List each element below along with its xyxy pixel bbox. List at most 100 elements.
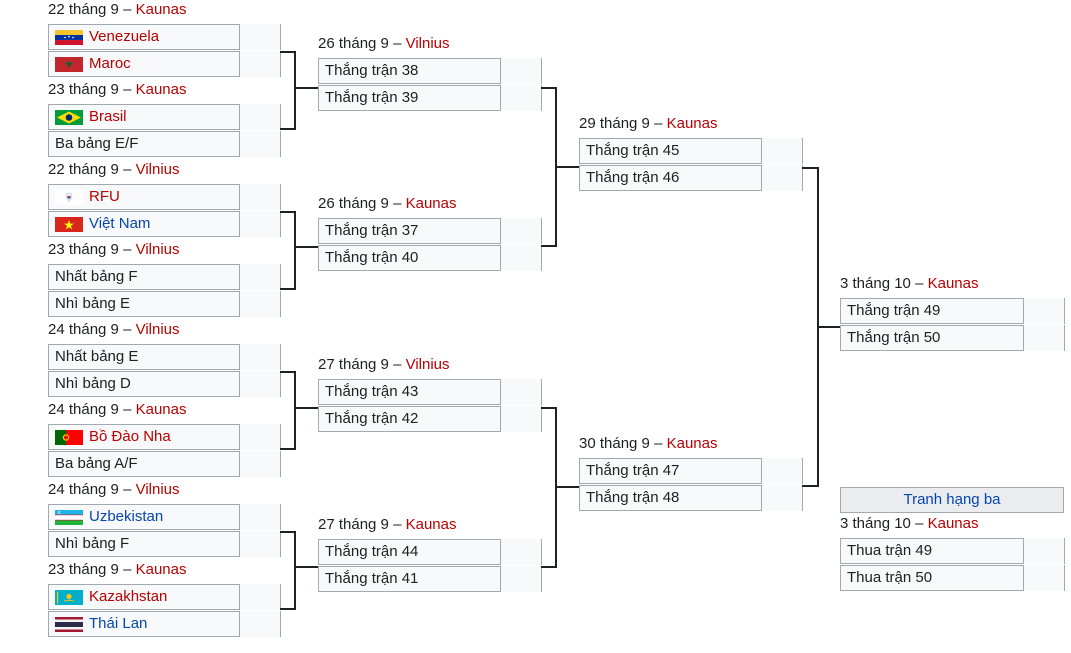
match-date: 24 tháng 9 <box>48 401 119 418</box>
connector-r16-3 <box>280 371 318 450</box>
rfu-flag <box>55 190 83 205</box>
score-cell <box>500 379 541 405</box>
team-row: Nhì bảng D <box>48 371 281 397</box>
score-cell <box>500 58 541 84</box>
date-separator: – <box>388 35 406 52</box>
team-name: Thắng trận 50 <box>847 329 941 346</box>
match-venue-link[interactable]: Vilnius <box>135 161 180 178</box>
score-cell <box>761 458 802 484</box>
team-row: Uzbekistan <box>48 504 281 530</box>
team-name: Thắng trận 37 <box>325 222 419 239</box>
team-row: Thắng trận 47 <box>579 458 803 484</box>
score-cell <box>239 104 280 130</box>
vietnam-flag <box>55 217 83 232</box>
score-cell <box>1023 325 1064 351</box>
third-place-label: Tranh hạng ba <box>840 487 1064 513</box>
team-row: Ba bảng E/F <box>48 131 281 157</box>
team-name: Nhất bảng E <box>55 348 139 365</box>
team-name[interactable]: Venezuela <box>89 28 160 45</box>
team-name: Thắng trận 42 <box>325 410 419 427</box>
match-venue-link[interactable]: Kaunas <box>666 435 718 452</box>
match-venue-link[interactable]: Kaunas <box>135 401 187 418</box>
team-row: Thái Lan <box>48 611 281 637</box>
match-venue-link[interactable]: Vilnius <box>135 481 180 498</box>
score-cell <box>239 211 280 237</box>
connector-qf-2 <box>541 407 579 568</box>
team-name: Thắng trận 44 <box>325 543 419 560</box>
uzbekistan-flag <box>55 510 83 525</box>
team-row: Thắng trận 48 <box>579 485 803 511</box>
score-cell <box>239 131 280 157</box>
score-cell <box>239 184 280 210</box>
team-row: Brasil <box>48 104 281 130</box>
match-header: 30 tháng 9 – Kaunas <box>579 434 717 454</box>
team-row: Ba bảng A/F <box>48 451 281 477</box>
match-venue-link[interactable]: Kaunas <box>666 115 718 132</box>
score-cell <box>500 406 541 432</box>
score-cell <box>500 566 541 592</box>
match-header: 22 tháng 9 – Kaunas <box>48 0 186 20</box>
match-header: 26 tháng 9 – Vilnius <box>318 34 450 54</box>
match-venue-link[interactable]: Kaunas <box>405 516 457 533</box>
team-name[interactable]: Bồ Đào Nha <box>89 428 171 445</box>
match-venue-link[interactable]: Kaunas <box>135 81 187 98</box>
brazil-flag <box>55 110 83 125</box>
match-header: 24 tháng 9 – Vilnius <box>48 480 180 500</box>
score-cell <box>500 85 541 111</box>
match-venue-link[interactable]: Kaunas <box>927 515 979 532</box>
date-separator: – <box>388 356 406 373</box>
team-name[interactable]: Thái Lan <box>89 615 148 632</box>
team-row: Nhì bảng E <box>48 291 281 317</box>
score-cell <box>500 539 541 565</box>
date-separator: – <box>388 516 406 533</box>
match-header: 3 tháng 10 – Kaunas <box>840 274 978 294</box>
date-separator: – <box>118 81 136 98</box>
match-date: 23 tháng 9 <box>48 241 119 258</box>
team-row: Thắng trận 45 <box>579 138 803 164</box>
match-date: 30 tháng 9 <box>579 435 650 452</box>
score-cell <box>761 165 802 191</box>
date-separator: – <box>118 401 136 418</box>
match-date: 22 tháng 9 <box>48 161 119 178</box>
match-venue-link[interactable]: Kaunas <box>135 1 187 18</box>
team-name[interactable]: Brasil <box>89 108 127 125</box>
team-name[interactable]: Uzbekistan <box>89 508 164 525</box>
portugal-flag <box>55 430 83 445</box>
team-name: Nhì bảng D <box>55 375 131 392</box>
score-cell <box>239 504 280 530</box>
team-name[interactable]: Maroc <box>89 55 131 72</box>
match-venue-link[interactable]: Vilnius <box>135 241 180 258</box>
team-name[interactable]: Kazakhstan <box>89 588 168 605</box>
team-row: Thắng trận 44 <box>318 539 542 565</box>
match-venue-link[interactable]: Kaunas <box>927 275 979 292</box>
match-date: 23 tháng 9 <box>48 561 119 578</box>
team-row: Nhất bảng F <box>48 264 281 290</box>
score-cell <box>239 371 280 397</box>
team-name[interactable]: RFU <box>89 188 120 205</box>
team-row: Thắng trận 41 <box>318 566 542 592</box>
score-cell <box>239 451 280 477</box>
match-header: 22 tháng 9 – Vilnius <box>48 160 180 180</box>
score-cell <box>239 291 280 317</box>
match-venue-link[interactable]: Kaunas <box>405 195 457 212</box>
match-header: 24 tháng 9 – Vilnius <box>48 320 180 340</box>
score-cell <box>500 218 541 244</box>
venezuela-flag <box>55 30 83 45</box>
match-header: 23 tháng 9 – Kaunas <box>48 80 186 100</box>
match-date: 24 tháng 9 <box>48 481 119 498</box>
date-separator: – <box>118 241 136 258</box>
match-venue-link[interactable]: Vilnius <box>405 35 450 52</box>
score-cell <box>1023 538 1064 564</box>
match-header: 23 tháng 9 – Kaunas <box>48 560 186 580</box>
match-venue-link[interactable]: Kaunas <box>135 561 187 578</box>
team-name: Thắng trận 47 <box>586 462 680 479</box>
connector-r16-2 <box>280 211 318 290</box>
match-header: 27 tháng 9 – Vilnius <box>318 355 450 375</box>
match-venue-link[interactable]: Vilnius <box>135 321 180 338</box>
connector-sf <box>802 167 840 487</box>
date-separator: – <box>118 161 136 178</box>
match-venue-link[interactable]: Vilnius <box>405 356 450 373</box>
team-name: Thắng trận 38 <box>325 62 419 79</box>
team-name[interactable]: Việt Nam <box>89 215 151 232</box>
